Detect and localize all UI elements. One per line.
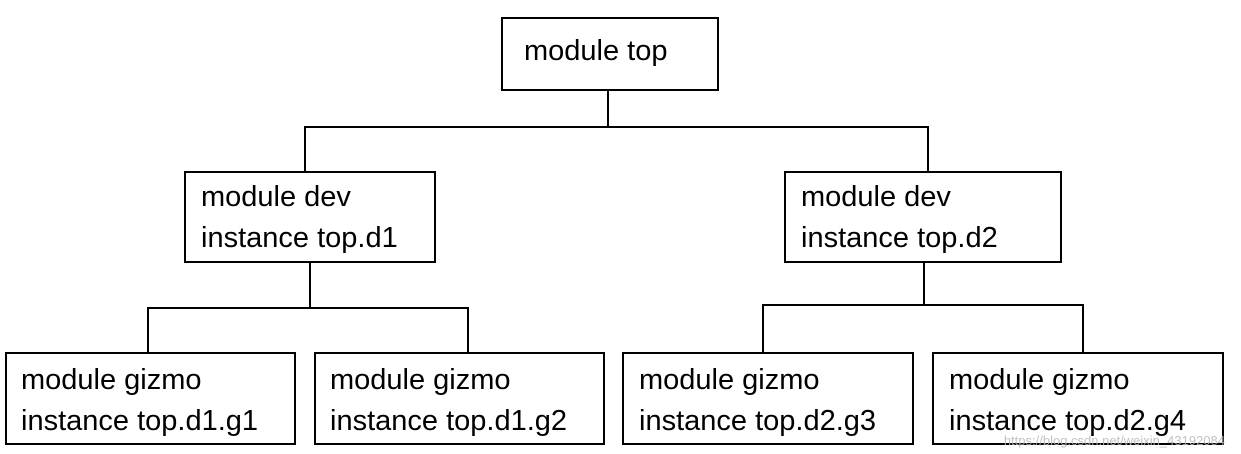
node-instance-label: instance top.d1.g1	[21, 405, 259, 437]
node-instance-label: instance top.d1	[201, 222, 398, 254]
node-module-gizmo-g4: module gizmo instance top.d2.g4	[932, 352, 1224, 445]
node-module-gizmo-g3: module gizmo instance top.d2.g3	[622, 352, 914, 445]
node-instance-label: instance top.d2.g3	[639, 405, 877, 437]
node-module-gizmo-g2: module gizmo instance top.d1.g2	[314, 352, 605, 445]
node-module-label: module gizmo	[330, 364, 511, 396]
node-module-gizmo-g1: module gizmo instance top.d1.g1	[5, 352, 296, 445]
node-label: module top	[524, 35, 668, 67]
node-module-label: module gizmo	[949, 364, 1130, 396]
node-module-label: module dev	[201, 181, 351, 213]
node-module-label: module gizmo	[21, 364, 202, 396]
node-module-dev-d1: module dev instance top.d1	[184, 171, 436, 263]
node-module-label: module gizmo	[639, 364, 820, 396]
node-instance-label: instance top.d2	[801, 222, 998, 254]
node-module-label: module dev	[801, 181, 951, 213]
node-instance-label: instance top.d2.g4	[949, 405, 1187, 437]
node-module-dev-d2: module dev instance top.d2	[784, 171, 1062, 263]
node-module-top: module top	[501, 17, 719, 91]
node-instance-label: instance top.d1.g2	[330, 405, 568, 437]
watermark-text: https://blog.csdn.net/weixin_43192084	[1003, 433, 1225, 448]
